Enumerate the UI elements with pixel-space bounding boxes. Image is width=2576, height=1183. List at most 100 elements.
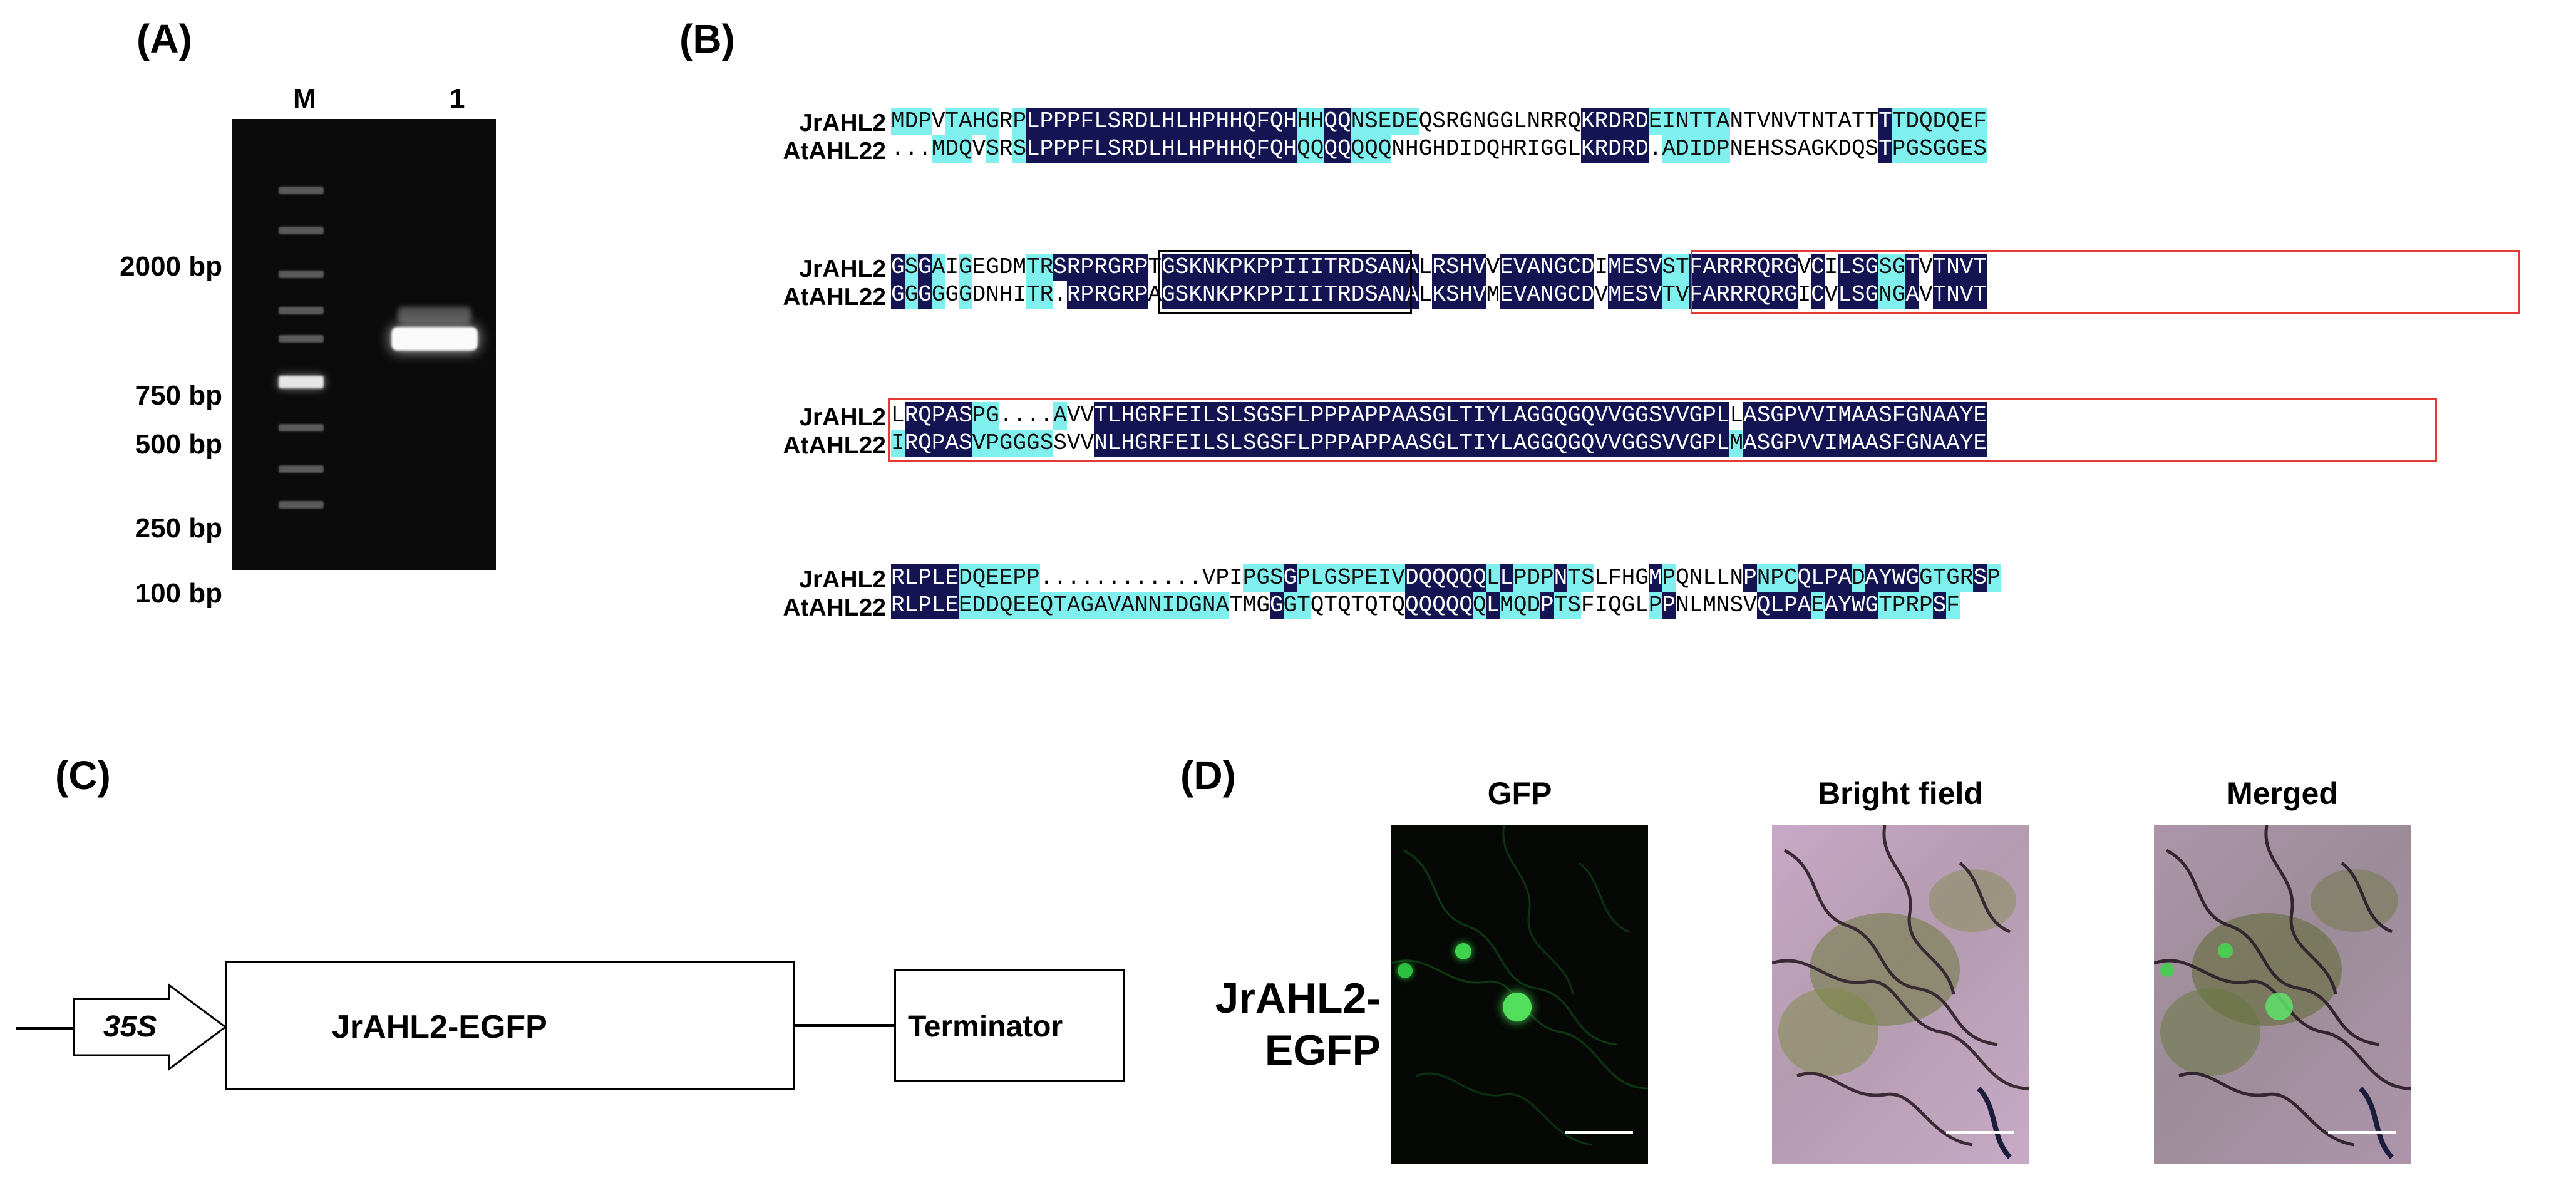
residue-segment: V [1486, 254, 1500, 280]
residue-segment: VPGGGS [972, 430, 1054, 457]
residue-segment: L [1486, 592, 1500, 619]
residue-segment: LSG [1838, 281, 1879, 309]
residue-segment: TS [1553, 592, 1581, 619]
at-hook-motif-box [1158, 250, 1412, 314]
residue-segment: P [1540, 592, 1554, 619]
ladder-label-250: 250 bp [135, 513, 222, 544]
alignment-sequence: IRQPASVPGGGSSVVNLHGRFEILSLSGSFLPPPAPPAAS… [891, 430, 1987, 457]
residue-segment: ST [1662, 254, 1689, 281]
residue-segment: L [891, 403, 905, 428]
vector-backbone-line [16, 1027, 75, 1030]
residue-segment: R [999, 136, 1013, 162]
residue-segment: G [918, 281, 932, 309]
residue-segment: TS [1567, 564, 1595, 592]
residue-segment: QQ [1324, 108, 1351, 135]
terminator-box [894, 969, 1125, 1082]
vector-linker-line [795, 1024, 895, 1027]
ladder-band [279, 465, 324, 473]
residue-segment: . [1053, 282, 1067, 307]
row-label-line1: JrAHL2- [1215, 974, 1381, 1022]
alignment-sequence: MDPVTAHGRPLPPPFLSRDLHLHPHHQFQHHHQQNSEDEQ… [891, 108, 1987, 135]
residue-segment: ............ [1039, 565, 1202, 591]
scale-bar [1946, 1131, 2014, 1134]
micrograph-title-gfp: GFP [1487, 776, 1552, 811]
residue-segment: G [945, 282, 959, 307]
ladder-band [279, 501, 324, 509]
residue-segment: TR [1026, 281, 1054, 309]
gene-box [225, 961, 795, 1090]
lane-label-sample: 1 [450, 83, 465, 114]
residue-segment: TV [1662, 281, 1689, 309]
sample-band-smear [398, 307, 471, 323]
alignment-name-atahl22: AtAHL22 [783, 284, 886, 311]
residue-segment: LPPPFLSRDLHLHPHHQFQH [1026, 135, 1297, 163]
residue-segment: V [1919, 282, 1933, 307]
residue-segment: G [1283, 564, 1297, 592]
residue-segment: S [1932, 592, 1947, 619]
gfp-nucleus [1398, 963, 1413, 978]
alignment-name-jrahl2: JrAHL2 [799, 110, 886, 137]
residue-segment: G [1269, 592, 1284, 619]
residue-segment: D [1851, 564, 1865, 592]
residue-segment: C [1811, 254, 1825, 281]
terminator-label: Terminator [908, 1010, 1063, 1043]
cell-outlines [2154, 825, 2411, 1159]
residue-segment: MESV [1608, 254, 1662, 281]
residue-segment: NHGHDIDQHRIGGL [1391, 136, 1581, 162]
residue-segment: QQQ [1351, 135, 1392, 163]
residue-segment: MQD [1500, 592, 1541, 619]
residue-segment: I [945, 254, 959, 280]
residue-segment: NTVNVTNTATT [1729, 108, 1879, 134]
panel-label-c: (C) [55, 753, 111, 798]
residue-segment: .... [999, 403, 1054, 428]
ppc-domain-box [1691, 250, 2520, 314]
residue-segment: TMG [1229, 592, 1270, 618]
panel-label-b: (B) [679, 16, 735, 61]
residue-segment: V [931, 108, 945, 134]
ppc-domain-box [888, 398, 2437, 462]
ladder-label-500: 500 bp [135, 429, 222, 460]
residue-segment: PGS [1242, 564, 1284, 592]
residue-segment: QTQTQTQ [1310, 592, 1405, 618]
gfp-nucleus [1455, 943, 1471, 959]
residue-segment: EDDQEEQTAGAVANNIDGNA [959, 592, 1230, 619]
residue-segment: P [1648, 592, 1662, 619]
residue-segment: LPPPFLSRDLHLHPHHQFQH [1026, 108, 1297, 135]
residue-segment: VV [1066, 403, 1095, 428]
residue-segment: . [1648, 136, 1662, 162]
residue-segment: VPI [1202, 565, 1243, 591]
alignment-name-atahl22: AtAHL22 [783, 432, 886, 459]
gfp-nucleus [2265, 993, 2293, 1020]
residue-segment: EINTTA [1648, 108, 1730, 135]
residue-segment: A [931, 254, 945, 281]
residue-segment: P [1987, 564, 2001, 592]
alignment-name-jrahl2: JrAHL2 [799, 256, 886, 282]
alignment-sequence: RLPLEDQEEPP............VPIPGSGPLGSPEIVDQ… [891, 564, 2001, 592]
residue-segment: A [1148, 282, 1162, 307]
residue-segment: LHGRFEILSLSGSFLPPPAPPAASGLTIYLAGGQGQVVGG… [1107, 430, 1730, 457]
alignment-sequence: ...MDQVSRSLPPPFLSRDLHLHPHHQFQHQQQQQQQNHG… [891, 135, 1987, 163]
residue-segment: FARRRQRG [1689, 254, 1798, 281]
residue-segment: V [1919, 254, 1933, 280]
panel-label-a: (A) [137, 16, 192, 61]
residue-segment: C [1811, 281, 1825, 309]
residue-segment: I [1797, 282, 1811, 307]
residue-segment: RQPAS [904, 430, 972, 457]
residue-segment: Q [1473, 592, 1486, 619]
panel-label-d: (D) [1180, 753, 1236, 798]
residue-segment: HH [1297, 108, 1324, 135]
residue-segment: QQQQQ [1404, 592, 1473, 619]
alignment-sequence: GGGGGGDNHITR.RPRGRPAGSKNKPKPPIIITRDSANAL… [891, 281, 1987, 309]
residue-segment: NSEDE [1351, 108, 1419, 135]
residue-segment: AYWG [1824, 592, 1879, 619]
sample-band [391, 327, 478, 351]
scale-bar [2328, 1131, 2396, 1134]
residue-segment: QQ [1324, 135, 1351, 163]
cell-outlines [1772, 825, 2029, 1159]
residue-segment: T [1878, 108, 1892, 135]
gfp-nucleus [2218, 943, 2233, 958]
ladder-band-750 [279, 376, 324, 388]
gene-label: JrAHL2-EGFP [332, 1009, 547, 1045]
residue-segment: RPRGRP [1066, 254, 1148, 281]
residue-segment: I [1594, 254, 1609, 280]
